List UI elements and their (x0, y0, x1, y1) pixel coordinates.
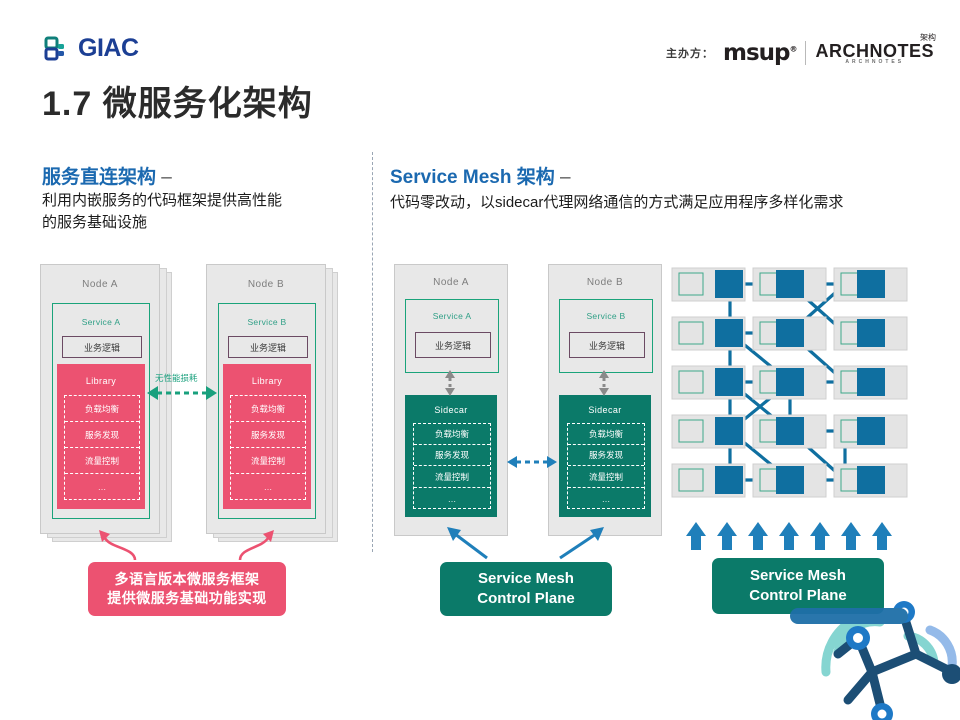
mesh-links (728, 282, 847, 482)
right-sc-b-item-1: 服务发现 (568, 445, 644, 466)
left-lib-b-item-0: 负载均衡 (231, 396, 305, 422)
brand-divider (805, 41, 807, 65)
left-library-a-items: 负载均衡 服务发现 流量控制 … (64, 395, 140, 500)
mesh-cells (671, 267, 908, 498)
mesh-diagram (671, 267, 908, 550)
left-lib-b-item-1: 服务发现 (231, 422, 305, 448)
left-library-b-title: Library (251, 376, 283, 386)
giac-logo: GIAC (44, 34, 139, 63)
right-service-b-label: Service B (586, 311, 626, 321)
left-description-line2: 的服务基础设施 (42, 213, 148, 231)
right-sc-a-item-2: 流量控制 (414, 466, 490, 488)
left-library-b-items: 负载均衡 服务发现 流量控制 … (230, 395, 306, 500)
right-sidecar-a-title: Sidecar (434, 405, 468, 415)
left-heading-text: 服务直连架构 (42, 167, 157, 188)
right-sidecar-b: Sidecar 负载均衡 服务发现 流量控制 … (559, 395, 651, 517)
right-description: 代码零改动，以sidecar代理网络通信的方式满足应用程序多样化需求 (390, 194, 844, 211)
control-plane-1-line1: Service Mesh (478, 569, 574, 587)
left-service-a-box: Service A 业务逻辑 Library 负载均衡 服务发现 流量控制 … (52, 303, 150, 519)
decorative-network-graphic (790, 601, 960, 720)
left-description: 利用内嵌服务的代码框架提供高性能 的服务基础设施 (42, 190, 352, 234)
right-sidecar-b-title: Sidecar (588, 405, 622, 415)
left-lib-a-item-3: … (97, 481, 107, 492)
right-sidecar-b-items: 负载均衡 服务发现 流量控制 … (567, 423, 645, 509)
left-service-b-box: Service B 业务逻辑 Library 负载均衡 服务发现 流量控制 … (218, 303, 316, 519)
left-callout-line2: 提供微服务基础功能实现 (107, 590, 267, 606)
right-sc-a-item-0: 负载均衡 (414, 424, 490, 445)
right-sidecar-a: Sidecar 负载均衡 服务发现 流量控制 … (405, 395, 497, 517)
giac-logo-text: GIAC (78, 34, 139, 62)
archnotes-sub-label: ARCHNOTES (845, 59, 905, 65)
left-link-label: 无性能损耗 (155, 373, 198, 383)
control-plane-1-line2: Control Plane (477, 590, 575, 607)
left-node-b-card: Node B Service B 业务逻辑 Library 负载均衡 服务发现 … (206, 264, 326, 534)
mesh-up-arrows (686, 522, 892, 550)
sponsor-bar: 主办方： msup® ARCHNOTES 架构 ARCHNOTES (665, 33, 936, 66)
control-plane-2-line2: Control Plane (749, 587, 847, 604)
control-plane-2-line1: Service Mesh (750, 566, 846, 584)
left-service-a-label: Service A (81, 317, 121, 327)
left-library-b: Library 负载均衡 服务发现 流量控制 … (223, 364, 311, 509)
right-node-b-card: Node B Service B 业务逻辑 Sidecar 负载均衡 服务发现 … (548, 264, 662, 536)
archnotes-logo: ARCHNOTES 架构 ARCHNOTES (815, 33, 936, 65)
right-node-a-label: Node A (433, 277, 469, 288)
right-biz-logic-b: 业务逻辑 (569, 332, 645, 358)
right-sc-a-item-1: 服务发现 (414, 445, 490, 466)
right-sc-a-item-3: … (447, 493, 457, 504)
right-heading: Service Mesh 架构 – (390, 162, 571, 189)
left-lib-b-item-2: 流量控制 (231, 448, 305, 474)
giac-logo-icon (44, 36, 64, 60)
left-lib-a-item-0: 负载均衡 (65, 396, 139, 422)
control-plane-box-1: Service Mesh Control Plane (440, 562, 612, 616)
left-biz-logic-a: 业务逻辑 (62, 336, 142, 358)
left-lib-b-item-3: … (263, 481, 273, 492)
left-library-a-title: Library (85, 376, 117, 386)
left-heading-dash: – (161, 167, 172, 188)
right-service-b-box: Service B 业务逻辑 (559, 299, 653, 373)
right-node-b-label: Node B (586, 277, 624, 288)
registered-mark: ® (789, 44, 797, 54)
archnotes-wordmark: ARCHNOTES (815, 41, 934, 61)
right-sidecar-a-items: 负载均衡 服务发现 流量控制 … (413, 423, 491, 509)
column-divider (372, 152, 373, 552)
right-sc-b-item-3: … (601, 493, 611, 504)
sponsor-label: 主办方： (665, 48, 714, 60)
left-node-b-label: Node B (247, 279, 285, 290)
right-service-a-label: Service A (432, 311, 472, 321)
left-biz-logic-b: 业务逻辑 (228, 336, 308, 358)
left-node-a-card: Node A Service A 业务逻辑 Library 负载均衡 服务发现 … (40, 264, 160, 534)
page-title: 1.7 微服务化架构 (42, 85, 313, 123)
left-callout-line1: 多语言版本微服务框架 (114, 571, 260, 588)
right-heading-text: Service Mesh 架构 (390, 167, 555, 188)
right-sc-b-item-0: 负载均衡 (568, 424, 644, 445)
control-plane-box-2: Service Mesh Control Plane (712, 558, 884, 614)
left-service-b-label: Service B (247, 317, 287, 327)
archnotes-sup-label: 架构 (920, 33, 936, 42)
msup-logo: msup® (722, 40, 798, 66)
right-biz-logic-a: 业务逻辑 (415, 332, 491, 358)
right-heading-dash: – (560, 167, 571, 188)
left-library-a: Library 负载均衡 服务发现 流量控制 … (57, 364, 145, 509)
right-sc-b-item-2: 流量控制 (568, 466, 644, 488)
left-callout-box: 多语言版本微服务框架 提供微服务基础功能实现 (88, 562, 286, 616)
left-node-a-label: Node A (82, 279, 118, 290)
left-description-line1: 利用内嵌服务的代码框架提供高性能 (42, 192, 283, 209)
right-service-a-box: Service A 业务逻辑 (405, 299, 499, 373)
right-node-a-card: Node A Service A 业务逻辑 Sidecar 负载均衡 服务发现 … (394, 264, 508, 536)
left-heading: 服务直连架构 – (42, 162, 172, 189)
left-lib-a-item-2: 流量控制 (65, 448, 139, 474)
left-lib-a-item-1: 服务发现 (65, 422, 139, 448)
